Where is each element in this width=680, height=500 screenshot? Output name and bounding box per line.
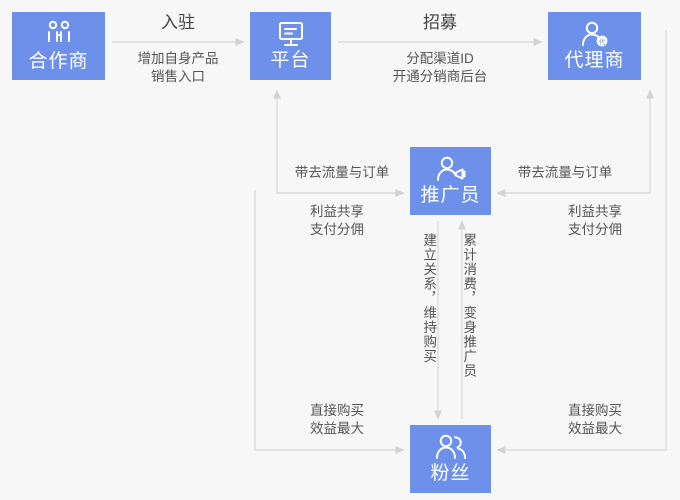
person-megaphone-icon [435,156,467,184]
svg-text:代: 代 [598,37,605,46]
node-platform[interactable]: 平台 [250,12,331,80]
person-agent-badge-icon: 代 [579,21,611,49]
handshake-partner-icon [42,20,76,50]
edge-label-promoter-platform-above: 带去流量与订单 [294,165,390,180]
edge-label-fan-to-promoter-vertical: 累计消费，变身推广员 [461,233,477,378]
edge-label-platform-agent-sub: 分配渠道ID 开通分销商后台 [340,50,540,86]
edge-label-line: 支付分佣 [310,222,364,238]
edge-label-line: 支付分佣 [568,222,622,238]
node-fan[interactable]: 粉丝 [410,425,491,493]
edge-label-line: 利益共享 [568,204,622,219]
edge-label-partner-platform-title: 入驻 [161,13,195,32]
node-promoter-label: 推广员 [420,184,481,206]
node-partner[interactable]: 合作商 [12,12,105,80]
edge-label-partner-platform-sub: 增加自身产品 销售入口 [112,50,244,86]
node-platform-label: 平台 [270,49,311,71]
node-agent-label: 代理商 [564,49,625,71]
edge-label-line: 效益最大 [310,421,364,437]
edge-agent-to-fan [496,30,667,454]
node-agent[interactable]: 代 代理商 [548,12,641,80]
edge-label-platform-fan: 直接购买 效益最大 [272,402,402,438]
edge-label-line: 效益最大 [568,421,622,437]
edge-label-promoter-agent-above: 带去流量与订单 [517,165,613,180]
node-fan-label: 粉丝 [430,462,471,484]
edge-label-line: 分配渠道ID [406,51,474,66]
edge-label-promoter-platform-below: 利益共享 支付分佣 [272,203,402,239]
edge-label-line: 直接购买 [310,403,364,418]
edge-label-agent-fan: 直接购买 效益最大 [530,402,660,438]
edge-label-line: 开通分销商后台 [392,69,488,85]
edge-label-platform-agent-title: 招募 [423,13,457,32]
edge-label-promoter-agent-below: 利益共享 支付分佣 [530,203,660,239]
two-people-group-icon [434,434,468,462]
monitor-display-icon [276,21,306,49]
edge-label-line: 利益共享 [310,204,364,219]
edge-label-line: 销售入口 [151,69,205,85]
edge-label-promoter-to-fan-vertical: 建立关系，维持购买 [421,233,437,364]
edge-label-line: 增加自身产品 [137,51,219,66]
edge-label-line: 直接购买 [568,403,622,418]
node-promoter[interactable]: 推广员 [410,147,491,215]
node-partner-label: 合作商 [28,50,89,72]
